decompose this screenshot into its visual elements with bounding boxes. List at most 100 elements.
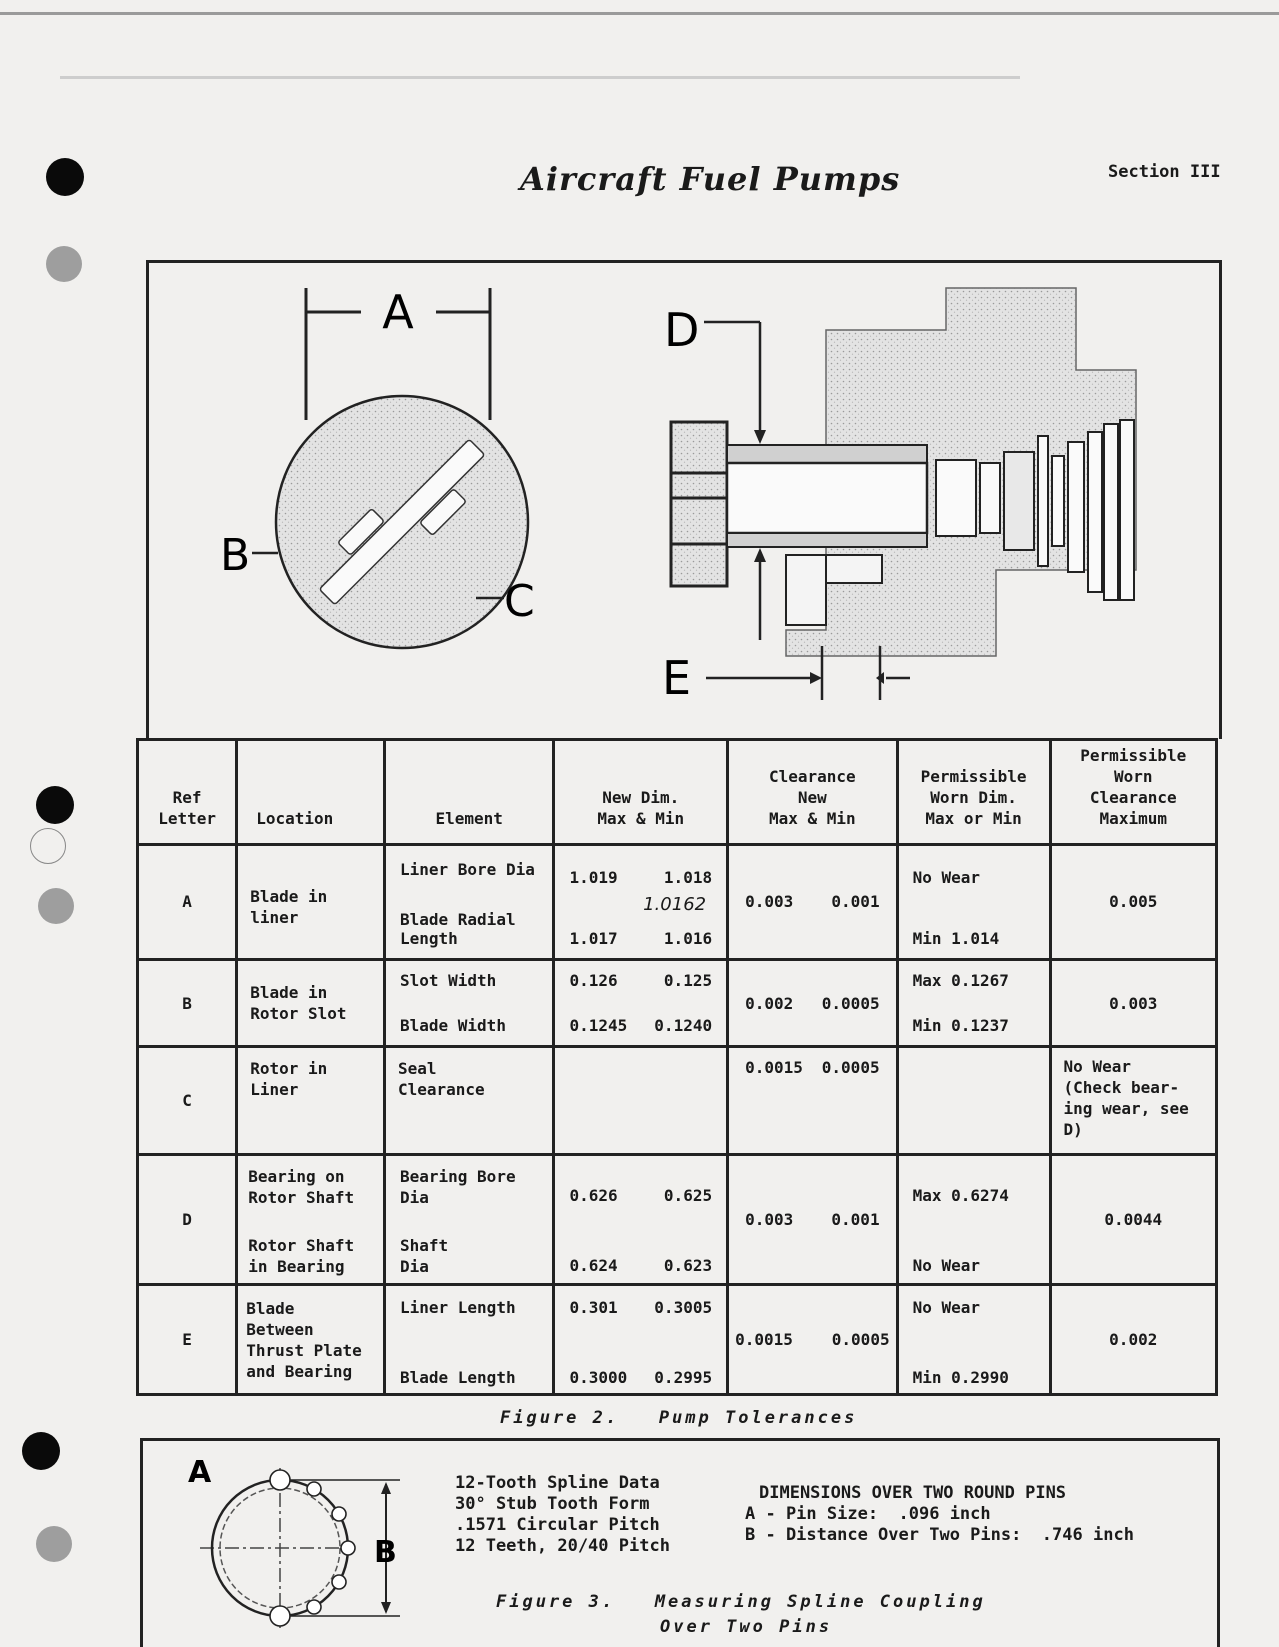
spline-data: 12-Tooth Spline Data 30° Stub Tooth Form… xyxy=(455,1473,670,1557)
new-dim-min: 0.2995 xyxy=(654,1368,713,1387)
new-dim-max: 0.626 xyxy=(569,1185,618,1205)
figure2-caption: Figure 2. Pump Tolerances xyxy=(500,1408,858,1428)
element-cell: Liner Bore Dia xyxy=(399,859,535,879)
scan-artifact xyxy=(60,76,1020,79)
binder-hole xyxy=(36,1526,72,1562)
pump-tolerances-table: Ref Letter Location Element New Dim. Max… xyxy=(135,738,1219,1396)
clearance-max: 0.003 xyxy=(745,1210,794,1230)
figure2-frame xyxy=(146,260,1222,739)
spline-coupling-diagram: A B xyxy=(188,1455,400,1628)
clearance-max: 0.0015 xyxy=(745,1058,803,1078)
location-cell: Rotor Shaft in Bearing xyxy=(248,1236,355,1277)
pump-tolerance-diagram: A B C D E xyxy=(220,285,1137,705)
header-element: Element xyxy=(382,738,556,846)
clearance-min: 0.0005 xyxy=(831,1330,890,1350)
clearance-max: 0.003 xyxy=(745,892,794,912)
pin-dimensions-title: DIMENSIONS OVER TWO ROUND PINS xyxy=(759,1483,1067,1503)
worn-clearance: 0.003 xyxy=(1048,958,1219,1049)
label-e: E xyxy=(662,651,691,705)
header-permissible-worn-clearance: Permissible Worn Clearance Maximum xyxy=(1048,738,1219,846)
header-clearance-new: Clearance New Max & Min xyxy=(726,738,899,846)
worn-dim: No Wear xyxy=(912,1256,981,1276)
figure3-caption-continued: Over Two Pins xyxy=(660,1617,833,1637)
worn-dim: No Wear xyxy=(912,867,981,887)
header-location: Location xyxy=(235,738,386,846)
pin-dimension-line: A - Pin Size: .096 inch xyxy=(745,1504,991,1524)
element-cell: Blade Width xyxy=(399,1016,506,1036)
new-dim-max: 1.017 xyxy=(569,929,618,949)
table-row: C Rotor in Liner Seal Clearance 0.0015 0.… xyxy=(135,1045,1219,1156)
element-cell: Seal Clearance xyxy=(397,1059,485,1100)
new-dim-max: 0.1245 xyxy=(569,1016,628,1036)
new-dim-min: 0.623 xyxy=(663,1256,713,1276)
element-cell: Blade Radial Length xyxy=(399,910,516,949)
new-dim-min: 0.125 xyxy=(663,971,713,991)
worn-dim: Max 0.1267 xyxy=(912,971,1009,991)
element-cell: Bearing Bore Dia xyxy=(399,1166,516,1207)
handwritten-note: 1.0162 xyxy=(643,893,707,915)
figure3-frame xyxy=(140,1438,1220,1647)
pin-dimension-line: B - Distance Over Two Pins: .746 inch xyxy=(745,1525,1134,1545)
new-dim-max: 0.3000 xyxy=(569,1368,628,1387)
worn-dim: Max 0.6274 xyxy=(912,1185,1009,1205)
label-b: B xyxy=(374,1535,397,1570)
new-dim-empty xyxy=(552,1045,730,1156)
spline-data-line: 12-Tooth Spline Data xyxy=(455,1473,660,1493)
element-cell: Slot Width xyxy=(399,971,497,991)
new-dim-max: 1.019 xyxy=(569,867,618,887)
label-c: C xyxy=(504,576,535,627)
page-top-edge xyxy=(0,12,1279,15)
location-cell: Blade in Rotor Slot xyxy=(250,983,347,1024)
location-cell: Bearing on Rotor Shaft xyxy=(248,1166,355,1207)
worn-dim: No Wear xyxy=(912,1298,981,1318)
binder-hole xyxy=(30,828,66,864)
binder-hole xyxy=(46,246,82,282)
new-dim-max: 0.126 xyxy=(569,971,618,991)
spline-data-line: 12 Teeth, 20/40 Pitch xyxy=(455,1536,670,1556)
label-a: A xyxy=(188,1455,212,1490)
element-cell: Blade Length xyxy=(399,1368,516,1387)
new-dim-min: 0.3005 xyxy=(654,1298,713,1318)
binder-hole xyxy=(38,888,74,924)
clearance-min: 0.001 xyxy=(831,1210,880,1230)
worn-dim-empty xyxy=(895,1045,1052,1156)
new-dim-max: 0.301 xyxy=(569,1298,618,1318)
clearance-min: 0.001 xyxy=(831,892,880,912)
table-row: B Blade in Rotor Slot Slot Width Blade W… xyxy=(135,958,1219,1049)
location-cell: Rotor in Liner xyxy=(250,1059,328,1100)
new-dim-min: 0.625 xyxy=(663,1185,713,1205)
table-header-row: Ref Letter Location Element New Dim. Max… xyxy=(135,738,1219,846)
worn-clearance: 0.0044 xyxy=(1048,1152,1219,1287)
clearance-min: 0.0005 xyxy=(821,1058,880,1078)
section-label: Section III xyxy=(1108,162,1221,182)
spline-data-line: .1571 Circular Pitch xyxy=(455,1515,660,1535)
worn-dim: Min 1.014 xyxy=(912,929,1000,949)
worn-dim: Min 0.1237 xyxy=(912,1016,1009,1036)
clearance-min: 0.0005 xyxy=(821,993,880,1013)
header-permissible-worn-dim: Permissible Worn Dim. Max or Min xyxy=(895,738,1052,846)
element-cell: Shaft Dia xyxy=(399,1236,449,1277)
clearance-max: 0.002 xyxy=(745,993,794,1013)
binder-hole xyxy=(22,1432,60,1470)
location-cell: Blade in liner xyxy=(250,886,328,927)
worn-dim: Min 0.2990 xyxy=(912,1368,1009,1387)
table-row: A Blade in liner Liner Bore Dia Blade Ra… xyxy=(135,842,1219,962)
label-a: A xyxy=(382,285,414,339)
ref-letter: D xyxy=(135,1152,239,1287)
location-cell: Blade Between Thrust Plate and Bearing xyxy=(246,1298,362,1381)
table-row: E Blade Between Thrust Plate and Bearing… xyxy=(135,1283,1219,1396)
worn-clearance: No Wear (Check bear- ing wear, see D) xyxy=(1063,1057,1189,1140)
ref-letter: A xyxy=(135,842,239,962)
ref-letter: C xyxy=(135,1045,239,1156)
pin-dimensions: DIMENSIONS OVER TWO ROUND PINS A - Pin S… xyxy=(745,1483,1134,1546)
label-b: B xyxy=(220,530,250,581)
table-row: D Bearing on Rotor Shaft Rotor Shaft in … xyxy=(135,1152,1219,1287)
ref-letter: B xyxy=(135,958,239,1049)
new-dim-min: 1.018 xyxy=(663,867,713,887)
header-ref-letter: Ref Letter xyxy=(135,738,239,846)
label-d: D xyxy=(664,303,699,357)
worn-clearance: 0.005 xyxy=(1048,842,1219,962)
figure3-caption: Figure 3. Measuring Spline Coupling xyxy=(496,1592,986,1612)
new-dim-max: 0.624 xyxy=(569,1256,618,1276)
element-cell: Liner Length xyxy=(399,1298,516,1318)
